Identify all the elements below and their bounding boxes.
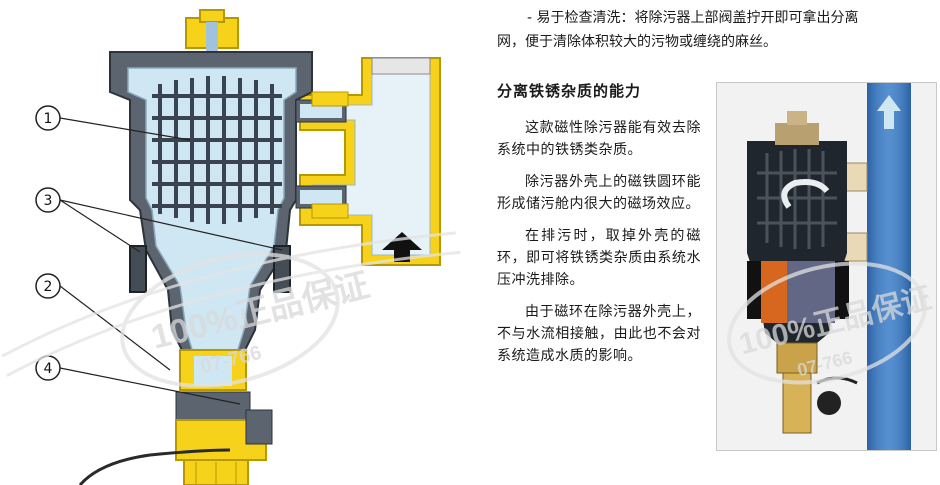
callout-2-label: 2 [44, 279, 53, 295]
paragraph-3: 在排污时，取掉外壳的磁环，即可将铁锈类杂质由系统水压冲洗排除。 [497, 228, 701, 288]
cap-tether [78, 448, 231, 485]
callout-3 [35, 187, 61, 213]
section-title: 分离铁锈杂质的能力 [497, 82, 642, 100]
pipe-fitting [299, 57, 441, 266]
section-body: 这款磁性除污器能有效去除系统中的铁锈类杂质。 除污器外壳上的磁铁圆环能形成储污舱… [497, 117, 701, 377]
callout-1 [35, 105, 61, 131]
paragraph-1: 这款磁性除污器能有效去除系统中的铁锈类杂质。 [497, 120, 701, 158]
nozzles [295, 91, 349, 219]
callout-3-label: 3 [44, 193, 53, 209]
top-cap [185, 9, 239, 54]
magnet-ring-left [129, 245, 147, 293]
drain-connector [175, 349, 273, 485]
callout-1-label: 1 [44, 111, 53, 127]
intro-text: - 易于检查清洗：将除污器上部阀盖拧开即可拿出分离 网，便于清除体积较大的污物或… [497, 6, 937, 54]
product-photo: 100%正品保证 07-766 [716, 82, 937, 451]
up-arrow-icon [877, 95, 901, 129]
separator-cutaway-diagram: 1 3 2 4 100%正品保证 07-766 [1, 9, 461, 485]
magnet-ring-right [273, 245, 291, 293]
separator-mesh [152, 76, 282, 224]
swirl-arrow-icon [781, 179, 830, 209]
callout-4-label: 4 [44, 361, 53, 377]
paragraph-2: 除污器外壳上的磁铁圆环能形成储污舱内很大的磁场效应。 [497, 174, 701, 212]
paragraph-4: 由于磁环在除污器外壳上，不与水流相接触，由此也不会对系统造成水质的影响。 [497, 304, 701, 364]
intro-line-1: - 易于检查清洗：将除污器上部阀盖拧开即可拿出分离 [527, 10, 859, 26]
photo-drain-valve [776, 342, 818, 374]
intro-line-2: 网，便于清除体积较大的污物或缠绕的麻丝。 [497, 34, 777, 50]
